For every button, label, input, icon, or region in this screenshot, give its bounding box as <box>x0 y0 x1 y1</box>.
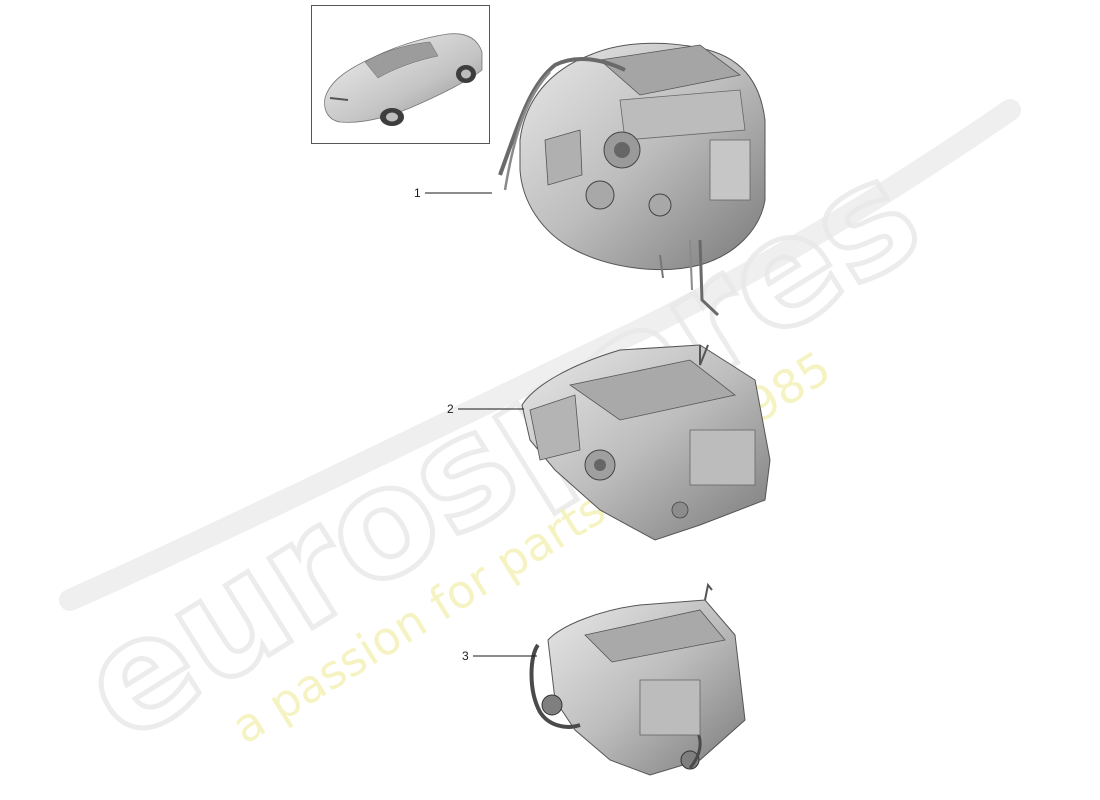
part-short-block[interactable] <box>521 344 771 541</box>
long-block-cylinder-head-icon <box>529 582 746 776</box>
part-complete-engine[interactable] <box>498 42 766 317</box>
callout-number: 3 <box>462 649 469 663</box>
callout-number: 1 <box>414 186 421 200</box>
car-icon <box>324 33 483 126</box>
callout-3[interactable]: 3 <box>462 649 537 663</box>
short-block-engine-icon <box>521 344 771 541</box>
part-long-block[interactable] <box>529 582 746 776</box>
callout-2[interactable]: 2 <box>447 402 524 416</box>
complete-engine-icon <box>498 42 766 317</box>
watermark-swoosh <box>59 99 1021 611</box>
callout-number: 2 <box>447 402 454 416</box>
callout-1[interactable]: 1 <box>414 186 492 200</box>
watermark-brand: eurospares <box>52 125 949 775</box>
vehicle-thumbnail[interactable] <box>311 5 490 144</box>
